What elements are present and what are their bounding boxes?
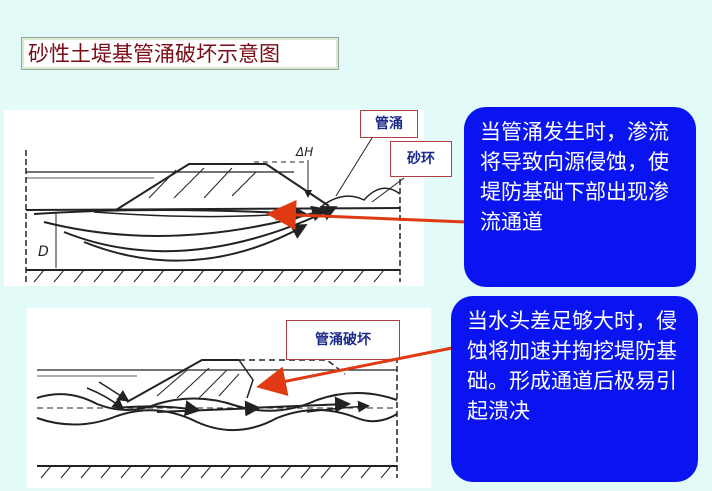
flow-line — [63, 205, 338, 253]
base-hatching — [33, 269, 385, 283]
levee-outline — [115, 163, 330, 211]
sand-ring-label: 砂环 — [390, 141, 452, 177]
levee-hatch — [148, 167, 257, 199]
flow-line — [98, 381, 130, 402]
flow-line — [306, 400, 370, 413]
levee-original-outline — [239, 359, 346, 375]
levee-hatch — [156, 367, 240, 399]
callout-seepage-erosion: 当管涌发生时，渗流将导致向源侵蚀，使堤防基础下部出现渗流通道 — [464, 107, 696, 287]
sand-ring-mound — [321, 187, 401, 207]
callout-erosion-failure: 当水头差足够大时，侵蚀将加速并掏挖堤防基础。形成通道后极易引起溃决 — [451, 296, 698, 482]
piping-failure-drawing — [36, 348, 398, 479]
eroded-ground-top — [36, 392, 398, 412]
flow-line — [116, 400, 201, 417]
eroded-ground-bottom — [36, 409, 398, 431]
delta-h-symbol: ΔH — [295, 145, 313, 159]
figure-piping-failure-diagram — [27, 308, 431, 488]
levee-outline — [126, 359, 239, 403]
piping-failure-label: 管涌破坏 — [286, 320, 400, 360]
levee-crack — [238, 359, 254, 399]
flow-line — [246, 396, 351, 413]
piping-label: 管涌 — [360, 110, 418, 138]
base-hatching — [40, 465, 392, 479]
depth-symbol: D — [38, 244, 49, 260]
page-title: 砂性土堤基管涌破坏示意图 — [21, 37, 339, 70]
flow-line — [156, 400, 261, 417]
flow-line — [86, 387, 125, 410]
flow-line — [83, 224, 308, 262]
ground-surface — [25, 207, 401, 211]
flow-line — [93, 208, 287, 221]
